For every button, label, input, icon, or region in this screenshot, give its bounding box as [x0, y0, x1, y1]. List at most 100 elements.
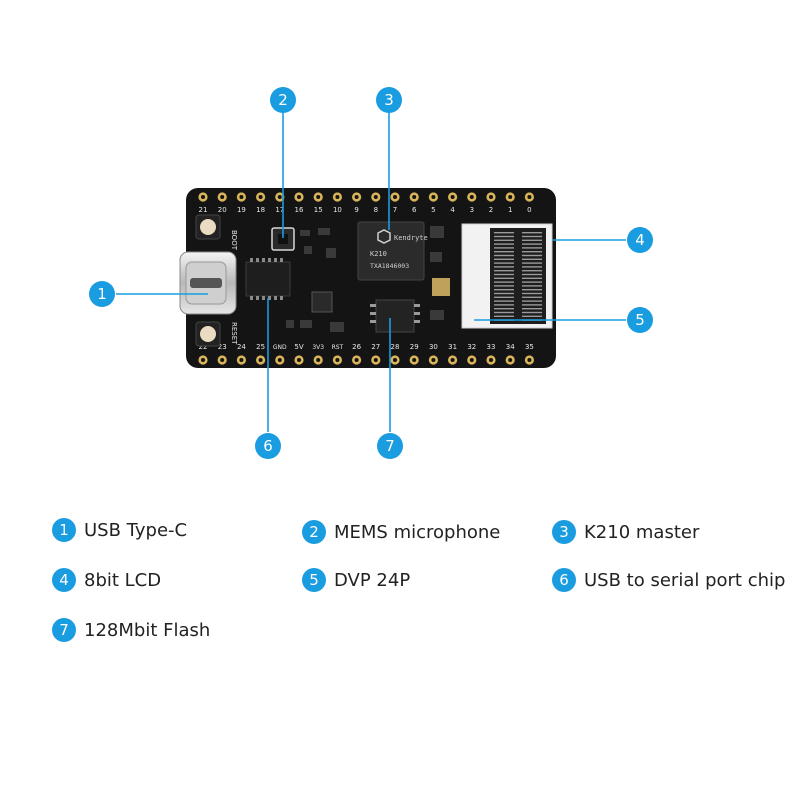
pin-label: 17 — [275, 206, 284, 214]
fpc-contact — [522, 235, 542, 238]
pin-label: 0 — [527, 206, 531, 214]
fpc-contact — [522, 270, 542, 272]
pin-hole-center — [527, 358, 532, 362]
pin-label: 15 — [314, 206, 323, 214]
fpc-contact — [494, 285, 514, 287]
pin-hole-center — [220, 358, 225, 362]
fpc-contact — [494, 254, 514, 257]
pin-hole-center — [373, 358, 378, 362]
fpc-connectors — [461, 223, 553, 329]
callout-number-3: 3 — [384, 91, 394, 109]
pin-label: RST — [332, 344, 344, 351]
fpc-contacts — [494, 232, 542, 321]
pin-label: 1 — [508, 206, 512, 214]
fpc-contact — [522, 292, 542, 295]
fpc-contact — [494, 258, 514, 260]
fpc-contact — [522, 266, 542, 268]
fpc-contact — [494, 281, 514, 283]
fpc-contact — [494, 251, 514, 253]
fpc-contact — [522, 277, 542, 279]
pin-label: 27 — [371, 343, 380, 351]
pin-label: 10 — [333, 206, 342, 214]
pin-label: GND — [273, 344, 287, 351]
callout-marker-3: 3 — [376, 87, 402, 113]
pin-label: 5 — [431, 206, 435, 214]
reset-label: RESET — [230, 322, 238, 345]
callout-markers: 1 2 3 4 5 6 7 — [89, 87, 653, 459]
legend-item-3: 3 K210 master — [552, 518, 699, 546]
pin-label: 34 — [506, 343, 515, 351]
pin-label: 5V — [294, 343, 303, 351]
callout-marker-5: 5 — [627, 307, 653, 333]
pin-label: 18 — [256, 206, 265, 214]
callout-marker-6: 6 — [255, 433, 281, 459]
pin-hole-center — [297, 195, 301, 199]
pin-hole-center — [508, 358, 513, 362]
pin-label: 20 — [218, 206, 227, 214]
pin-label: 25 — [256, 343, 265, 351]
pin-hole-center — [431, 195, 436, 199]
callout-number-2: 2 — [278, 91, 288, 109]
small-components — [286, 226, 450, 332]
pin-hole-center — [450, 195, 455, 199]
fpc-contact — [494, 239, 514, 241]
pin-hole-center — [258, 195, 263, 199]
fpc-contact — [494, 292, 514, 295]
chip-model: K210 — [370, 250, 387, 258]
fpc-contact — [522, 300, 542, 302]
callout-number-7: 7 — [385, 437, 395, 455]
legend-label: MEMS microphone — [334, 521, 501, 543]
pin-label: 2 — [489, 206, 493, 214]
pin-hole-center — [373, 195, 378, 199]
legend-item-4: 4 8bit LCD — [52, 566, 161, 594]
legend: 1 USB Type-C 2 MEMS microphone 3 K210 ma… — [0, 500, 800, 660]
pin-label: 22 — [199, 343, 208, 351]
pin-hole-center — [489, 358, 493, 362]
pin-label: 3V3 — [312, 344, 324, 351]
fpc-contact — [494, 266, 514, 268]
pin-label: 26 — [352, 343, 361, 351]
pin-label: 29 — [410, 343, 419, 351]
pin-label: 3 — [470, 206, 474, 214]
callout-marker-4: 4 — [627, 227, 653, 253]
pin-label: 21 — [199, 206, 208, 214]
flash-chip — [370, 299, 420, 333]
pin-hole-center — [201, 195, 205, 199]
fpc-contact — [522, 239, 542, 241]
pin-label: 28 — [391, 343, 400, 351]
pin-hole-center — [297, 358, 301, 362]
fpc-contact — [494, 304, 514, 306]
chip-serial: TXA1846003 — [370, 262, 409, 270]
legend-item-5: 5 DVP 24P — [302, 566, 410, 594]
pin-label: 23 — [218, 343, 227, 351]
fpc-contact — [494, 308, 514, 310]
callout-marker-1: 1 — [89, 281, 115, 307]
fpc-contact — [522, 304, 542, 306]
pin-hole-center — [431, 358, 436, 362]
fpc-contact — [522, 273, 542, 276]
fpc-contact — [494, 289, 514, 291]
fpc-contact — [522, 262, 542, 264]
callout-marker-7: 7 — [377, 433, 403, 459]
fpc-contact — [522, 232, 542, 234]
k210-chip: Kendryte K210 TXA1846003 — [357, 221, 428, 281]
callout-number-4: 4 — [635, 231, 645, 249]
fpc-contact — [522, 285, 542, 287]
legend-item-7: 7 128Mbit Flash — [52, 616, 210, 644]
pin-label: 8 — [374, 206, 378, 214]
chip-brand: Kendryte — [394, 234, 428, 242]
pin-hole-center — [489, 195, 493, 199]
legend-label: USB to serial port chip — [584, 569, 786, 591]
pin-hole-center — [469, 195, 474, 199]
fpc-contact — [522, 281, 542, 283]
pin-hole-center — [277, 358, 282, 362]
pin-hole-center — [239, 358, 244, 362]
pin-label: 4 — [450, 206, 455, 214]
boot-button — [195, 214, 221, 240]
usb-serial-chip — [245, 258, 291, 300]
fpc-contact — [494, 273, 514, 276]
fpc-contact — [522, 258, 542, 260]
